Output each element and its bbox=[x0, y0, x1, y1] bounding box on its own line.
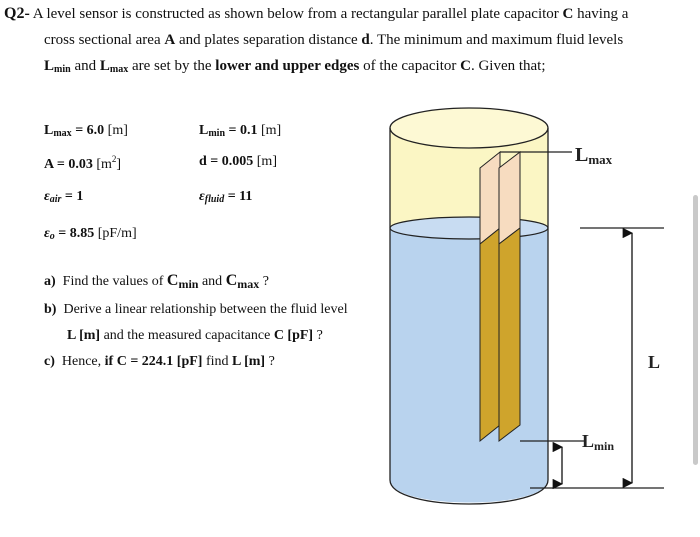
part-b-line2: L [m] and the measured capacitance C [pF… bbox=[67, 328, 323, 343]
given-distance: d = 0.005 [m] bbox=[199, 154, 277, 169]
question-line-1: Q2- A level sensor is constructed as sho… bbox=[4, 5, 629, 22]
part-a: a) Find the values of Cmin and Cmax ? bbox=[44, 272, 269, 291]
tank-outline bbox=[389, 128, 549, 505]
capacitor-plate-front-wet bbox=[498, 226, 521, 443]
scrollbar[interactable] bbox=[693, 195, 698, 465]
question-line-2: cross sectional area A and plates separa… bbox=[44, 32, 624, 48]
part-c: c) Hence, if C = 224.1 [pF] find L [m] ? bbox=[44, 354, 275, 369]
capacitor-plates bbox=[479, 150, 521, 443]
level-label: L bbox=[648, 352, 660, 372]
given-eps-fluid: εfluid = 11 bbox=[199, 189, 253, 205]
given-lmin: Lmin = 0.1 [m] bbox=[199, 123, 282, 139]
fluid-surface bbox=[389, 216, 549, 240]
part-b: b) Derive a linear relationship between … bbox=[44, 302, 348, 317]
given-area: A = 0.03 [m2] bbox=[44, 154, 122, 172]
given-eps-zero: εo = 8.85 [pF/m] bbox=[44, 226, 137, 242]
question-line-3: Lmin and Lmax are set by the lower and u… bbox=[44, 58, 546, 75]
tank-top bbox=[389, 107, 549, 149]
given-eps-air: εair = 1 bbox=[44, 189, 84, 205]
lmax-label: Lmax bbox=[575, 144, 613, 167]
question-number: Q2- bbox=[4, 5, 30, 22]
capacitor-plate-back-wet bbox=[479, 226, 501, 443]
given-lmax: Lmax = 6.0 [m] bbox=[44, 123, 128, 139]
lmin-label: Lmin bbox=[582, 431, 614, 453]
tank-fluid-region bbox=[390, 228, 548, 503]
